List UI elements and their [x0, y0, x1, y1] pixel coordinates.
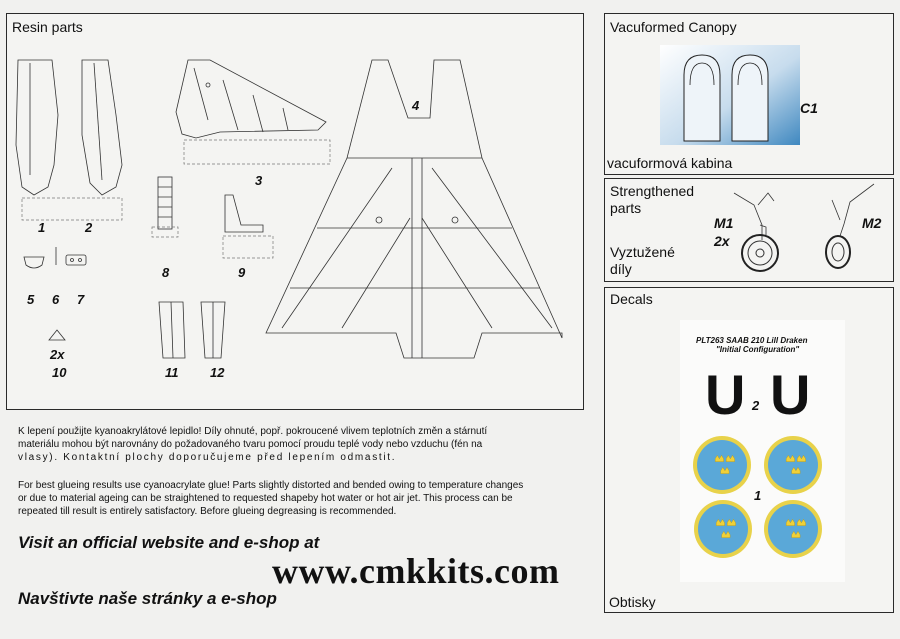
visit-website-text: Visit an official website and e-shop at: [18, 533, 320, 552]
note-cz-line-1: K lepení použijte kyanoakrylátové lepidl…: [18, 426, 488, 437]
canopy-title: Vacuformed Canopy: [610, 19, 737, 35]
strengthened-title-2: parts: [610, 200, 642, 216]
parts-11-12-drawing: [158, 301, 226, 359]
canopy-subtitle: vacuformová kabina: [607, 155, 733, 171]
m2-landing-gear-drawing: [825, 183, 875, 269]
m2-label: M2: [862, 215, 882, 231]
label-5: 5: [27, 292, 35, 307]
note-cz-line-2: materiálu mohou být narovnány do požadov…: [18, 439, 483, 450]
decals-footer: Obtisky: [609, 594, 656, 610]
note-en-line-1: For best glueing results use cyanoacryla…: [18, 480, 524, 491]
m1-label: M1: [714, 215, 734, 231]
label-4: 4: [412, 98, 420, 113]
strengthened-title-1: Strengthened: [610, 183, 695, 199]
decal-letter-u-left: U: [705, 363, 746, 426]
decal-number-1: 1: [754, 488, 762, 503]
label-12: 12: [210, 365, 225, 380]
label-3: 3: [255, 173, 263, 188]
label-6: 6: [52, 292, 60, 307]
canopy-code: C1: [800, 100, 818, 116]
note-en-line-3: repeated till result is entirely satisfa…: [18, 506, 397, 517]
decal-sheet-subtitle: "Initial Configuration": [716, 345, 800, 354]
label-10: 10: [52, 365, 67, 380]
part-1-drawing: [15, 59, 123, 221]
resin-parts-panel: [6, 13, 584, 410]
parts-5-6-7-drawing: [23, 247, 87, 269]
label-7: 7: [77, 292, 85, 307]
canopy-drawing: [660, 45, 800, 145]
part-3-drawing: [175, 59, 331, 165]
decal-sheet-title: PLT263 SAAB 210 Lill Draken: [696, 336, 808, 345]
label-1: 1: [38, 220, 46, 235]
part-9-drawing: [222, 194, 274, 259]
visit-website-text-cz: Navštivte naše stránky a e-shop: [18, 589, 277, 608]
decals-title: Decals: [610, 291, 653, 307]
label-11: 11: [165, 365, 179, 380]
strengthened-cz-1: Vyztužené: [610, 244, 675, 260]
strengthened-cz-2: díly: [610, 261, 632, 277]
label-10-qty: 2x: [50, 347, 65, 362]
m1-landing-gear-drawing: [733, 192, 779, 272]
decal-letter-u-right: U: [770, 363, 811, 426]
label-2: 2: [85, 220, 93, 235]
label-9: 9: [238, 265, 246, 280]
note-cz-line-3: vlasy). Kontaktní plochy doporučujeme př…: [18, 452, 397, 463]
part-4-drawing: [265, 59, 563, 359]
note-en-line-2: or due to material ageing can be straigh…: [18, 493, 513, 504]
decal-number-2: 2: [752, 398, 760, 413]
part-10-drawing: [48, 329, 66, 341]
website-url[interactable]: www.cmkkits.com: [272, 551, 560, 591]
decal-sheet: [680, 320, 845, 582]
label-8: 8: [162, 265, 170, 280]
part-8-drawing: [151, 176, 179, 238]
m1-qty: 2x: [714, 233, 730, 249]
resin-parts-title: Resin parts: [12, 19, 83, 35]
